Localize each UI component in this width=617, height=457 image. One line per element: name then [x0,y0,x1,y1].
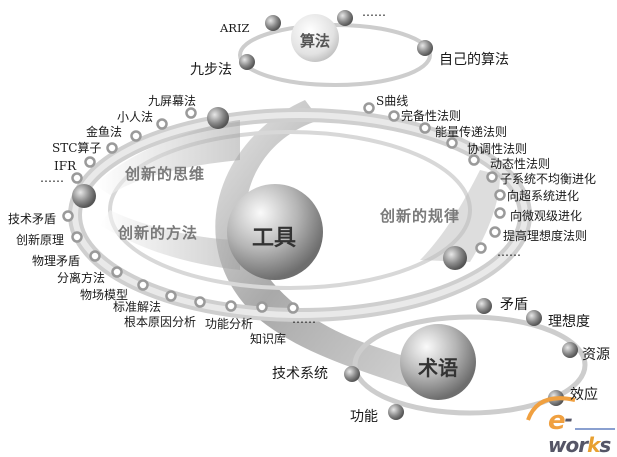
laws-item: 协调性法则 [467,142,528,156]
thinking-item: 金鱼法 [86,125,123,139]
terminology-item: 技术系统 [272,366,328,382]
methods-item: 根本原因分析 [124,315,197,329]
terminology-item: 矛盾 [500,297,528,313]
thinking-item: IFR [54,159,77,173]
methods-item: 创新原理 [16,233,65,247]
triz-diagram: 工具 算法 术语 创新的思维 创新的方法 创新的规律 ARIZ 九步法 …… 自… [8,5,615,457]
algorithm-sphere [291,14,339,62]
laws-item: …… [497,245,521,259]
terminology-item: 理想度 [548,314,590,330]
algorithm-label: 算法 [300,32,331,50]
methods-item: 知识库 [250,332,287,346]
laws-item: 向超系统进化 [507,189,580,203]
terminology-sphere [400,324,476,400]
methods-item: 技术矛盾 [8,212,57,226]
methods-item: 分离方法 [57,271,106,285]
algorithm-item: 九步法 [190,62,232,78]
tools-label: 工具 [252,226,297,251]
diagram-graphics [62,10,615,430]
innovative-methods-label: 创新的方法 [118,224,199,242]
methods-item: 功能分析 [205,317,254,331]
tools-sphere [227,184,323,280]
thinking-item: STC算子 [52,141,102,155]
terminology-item: 功能 [350,409,378,425]
terminology-item: 资源 [582,347,610,363]
laws-item: 子系统不均衡进化 [500,172,597,186]
methods-item: 标准解法 [113,300,162,314]
thinking-item: 九屏幕法 [148,94,197,108]
methods-item: …… [292,312,316,326]
connector-band [215,100,440,395]
laws-item: S曲线 [376,94,409,108]
laws-item: 向微观级进化 [510,209,583,223]
innovative-thinking-label: 创新的思维 [125,165,206,183]
laws-item: 能量传递法则 [435,125,508,139]
methods-item: 物场模型 [80,288,129,302]
thinking-item: 小人法 [117,110,154,124]
innovation-laws-label: 创新的规律 [380,207,461,225]
algorithm-item: ARIZ [220,21,250,35]
laws-item: 动态性法则 [490,157,551,171]
thinking-item: …… [40,171,64,185]
terminology-label: 术语 [418,356,458,380]
terminology-item: 效应 [570,387,598,403]
laws-item: 提高理想度法则 [503,229,588,243]
eworks-watermark: e-works [548,406,611,457]
methods-item: 物理矛盾 [32,254,81,268]
algorithm-item: …… [362,5,386,19]
laws-item: 完备性法则 [401,109,462,123]
algorithm-item: 自己的算法 [439,52,509,68]
